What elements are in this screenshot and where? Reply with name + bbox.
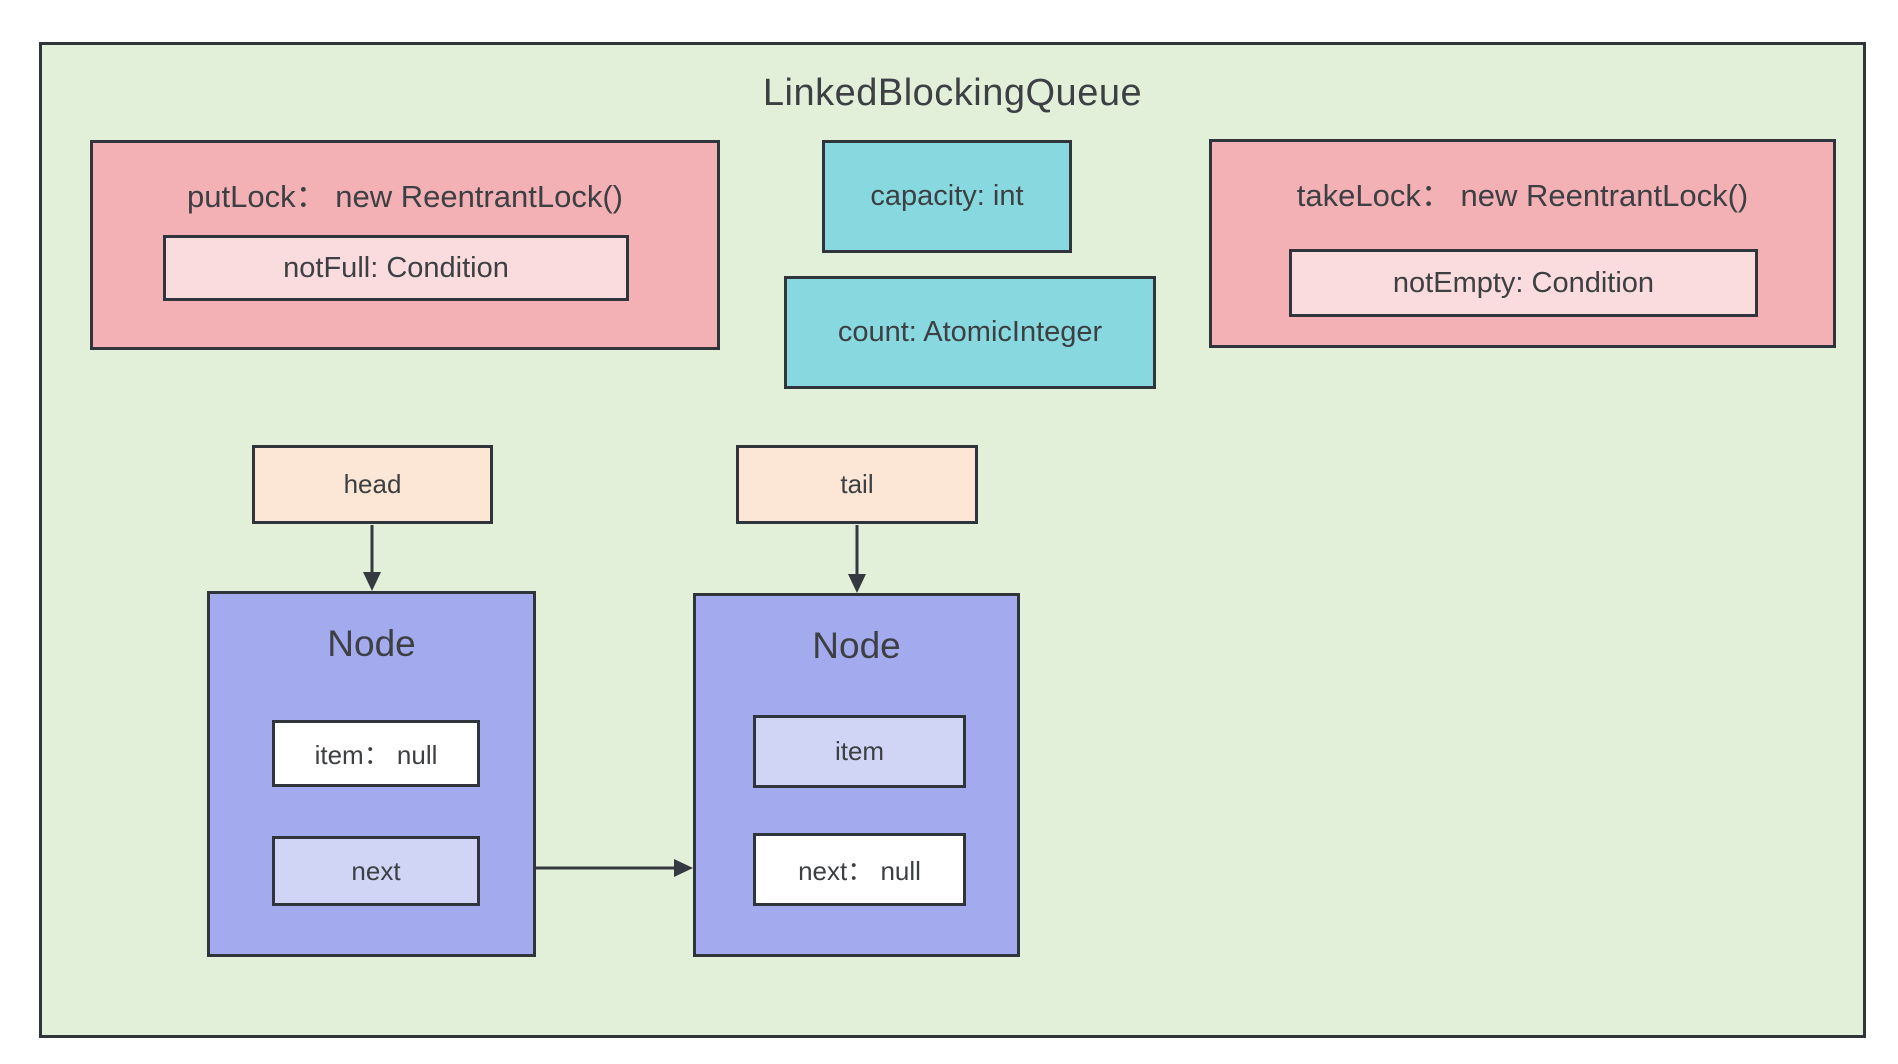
notfull-condition-box: notFull: Condition	[163, 235, 629, 301]
putlock-box: putLock： new ReentrantLock() notFull: Co…	[90, 140, 720, 350]
count-field-box: count: AtomicInteger	[784, 276, 1156, 389]
diagram-title: LinkedBlockingQueue	[762, 71, 1143, 114]
capacity-field-box: capacity: int	[822, 140, 1072, 253]
tail-node-item-cell: item	[753, 715, 966, 788]
putlock-label: putLock： new ReentrantLock()	[187, 178, 623, 214]
tail-node-title: Node	[812, 625, 901, 666]
head-pointer-box: head	[252, 445, 493, 524]
notempty-condition-box: notEmpty: Condition	[1289, 249, 1758, 317]
head-arrow	[363, 525, 381, 591]
takelock-box: takeLock： new ReentrantLock() notEmpty: …	[1209, 139, 1836, 348]
head-node-item-cell: item： null	[272, 720, 480, 787]
head-node-box: Node item： null next	[207, 591, 536, 957]
tail-arrow	[848, 525, 866, 593]
head-node-next-cell: next	[272, 836, 480, 906]
tail-pointer-box: tail	[736, 445, 978, 524]
linkedblockingqueue-container: LinkedBlockingQueue putLock： new Reentra…	[39, 42, 1866, 1038]
tail-node-next-cell: next： null	[753, 833, 966, 906]
head-node-title: Node	[327, 623, 416, 664]
takelock-label: takeLock： new ReentrantLock()	[1296, 177, 1749, 213]
tail-node-box: Node item next： null	[693, 593, 1020, 957]
